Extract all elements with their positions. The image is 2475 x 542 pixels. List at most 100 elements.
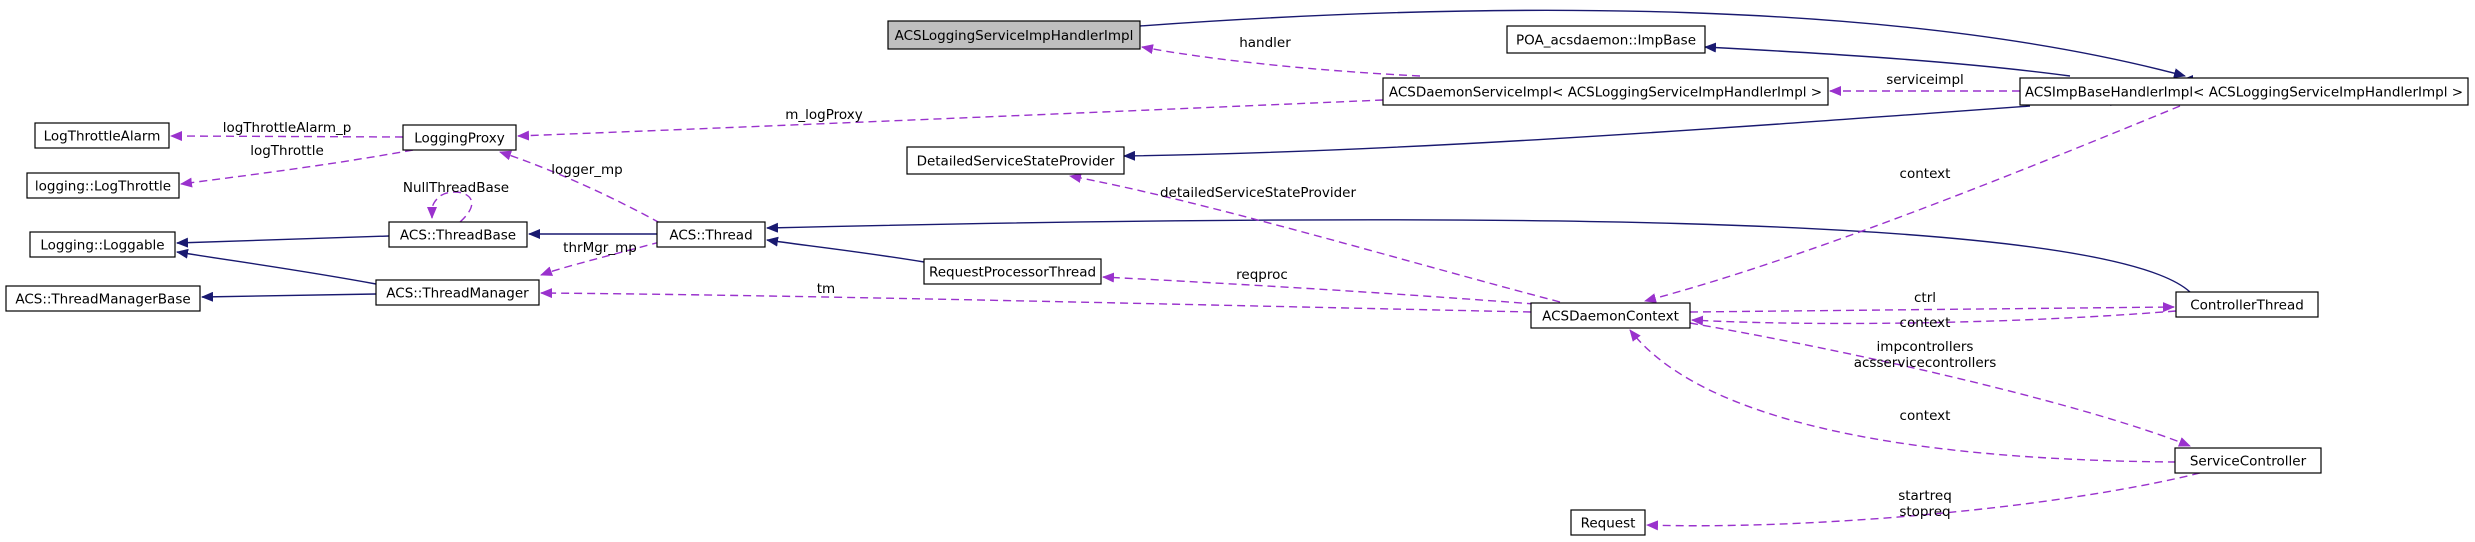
edge-line [1629, 329, 2177, 463]
class-node[interactable]: ServiceController [2174, 447, 2322, 474]
edge-label: startreq [1898, 488, 1952, 504]
edge-line [766, 236, 925, 263]
edge-label: acsservicecontrollers [1854, 355, 1997, 371]
edge-label: logThrottleAlarm_p [223, 120, 352, 136]
class-node[interactable]: ControllerThread [2175, 291, 2319, 318]
edge-line [540, 241, 661, 276]
edge-label: detailedServiceStateProvider [1160, 185, 1356, 201]
class-node[interactable]: ACSImpBaseHandlerImpl< ACSLoggingService… [2019, 77, 2469, 106]
edge-label: ctrl [1914, 290, 1936, 306]
class-node-label: ACS::ThreadManager [386, 286, 529, 302]
edge-label: context [1900, 408, 1951, 424]
edge-inherit [176, 248, 377, 285]
edge-label: reqproc [1236, 267, 1288, 283]
edge-line [1704, 42, 2071, 77]
class-node-box [1506, 25, 1706, 54]
class-node-label: logging::LogThrottle [35, 179, 171, 195]
class-node[interactable]: ACSDaemonContext [1530, 302, 1691, 329]
edge-line [1123, 105, 2031, 161]
class-node-box [656, 221, 766, 248]
edge-label: handler [1239, 35, 1291, 51]
class-node-box [29, 231, 176, 258]
edge-line [1689, 322, 2191, 447]
edge-line [766, 218, 2191, 293]
class-node-label: ACSImpBaseHandlerImpl< ACSLoggingService… [2025, 85, 2463, 101]
class-node[interactable]: ACS::ThreadManagerBase [5, 285, 201, 312]
edge-line [517, 99, 1384, 141]
class-node-label: ControllerThread [2190, 298, 2304, 314]
edge-inherit [201, 291, 377, 302]
edge-inherit [1704, 42, 2071, 77]
edge-usage [1141, 44, 1421, 77]
class-node-box [34, 122, 170, 149]
edge-line [1102, 272, 1536, 305]
class-node[interactable]: logging::LogThrottle [26, 172, 180, 199]
class-node-label: LoggingProxy [414, 131, 505, 147]
class-node-label: ACS::Thread [669, 228, 752, 244]
class-node-box [26, 172, 180, 199]
class-node-box [388, 221, 528, 248]
class-node-box [887, 20, 1141, 50]
class-node-box [923, 258, 1102, 285]
class-node[interactable]: ACS::Thread [656, 221, 766, 248]
edge-line [426, 191, 473, 223]
edge-label: NullThreadBase [403, 180, 509, 196]
class-node-box [5, 285, 201, 312]
class-node-label: ACSDaemonContext [1542, 309, 1679, 325]
edge-line [1141, 44, 1421, 77]
class-node[interactable]: DetailedServiceStateProvider [906, 146, 1125, 175]
edge-usage [499, 150, 661, 224]
edge-label: stopreq [1899, 504, 1950, 520]
class-node-label: ACSLoggingServiceImpHandlerImpl [895, 28, 1134, 44]
class-node-box [1570, 509, 1646, 536]
edge-usage [1691, 310, 2177, 326]
class-node-label: DetailedServiceStateProvider [917, 154, 1115, 170]
edge-usage [1689, 302, 2175, 313]
class-node[interactable]: RequestProcessorThread [923, 258, 1102, 285]
class-node-box [906, 146, 1125, 175]
class-node[interactable]: ACS::ThreadManager [375, 279, 540, 306]
edge-line [1644, 105, 2181, 304]
class-node-box [2175, 291, 2319, 318]
class-node-label: ACSDaemonServiceImpl< ACSLoggingServiceI… [1389, 85, 1822, 101]
edge-label: logger_mp [551, 162, 622, 178]
edge-line [1646, 472, 2201, 531]
edge-usage [1689, 322, 2191, 447]
edge-usage [1629, 329, 2177, 463]
class-node-label: LogThrottleAlarm [44, 129, 161, 145]
class-node-label: POA_acsdaemon::ImpBase [1516, 33, 1696, 49]
edge-line [540, 288, 1532, 313]
edge-line [170, 131, 404, 142]
edge-usage [540, 241, 661, 276]
class-node[interactable]: ACSLoggingServiceImpHandlerImpl [887, 20, 1141, 50]
class-node[interactable]: Logging::Loggable [29, 231, 176, 258]
edge-inherit [176, 235, 390, 248]
edge-label: logThrottle [250, 143, 324, 159]
edge-line [1691, 310, 2177, 326]
edge-line [1069, 173, 1561, 303]
class-node-label: ACS::ThreadManagerBase [15, 292, 190, 308]
class-node-box [2019, 77, 2469, 106]
class-node[interactable]: ACSDaemonServiceImpl< ACSLoggingServiceI… [1382, 77, 1829, 106]
edge-label: context [1900, 315, 1951, 331]
edge-label: thrMgr_mp [563, 240, 637, 256]
class-node[interactable]: POA_acsdaemon::ImpBase [1506, 25, 1706, 54]
class-node-box [402, 124, 517, 151]
edge-usage [180, 149, 414, 188]
edge-inherit [1139, 9, 2186, 79]
edge-label: context [1900, 166, 1951, 182]
class-node[interactable]: ACS::ThreadBase [388, 221, 528, 248]
class-node-label: ServiceController [2190, 454, 2307, 470]
edge-usage [1069, 173, 1561, 303]
class-node[interactable]: LoggingProxy [402, 124, 517, 151]
edge-line [1689, 302, 2175, 313]
edge-usage [1644, 105, 2181, 304]
class-node[interactable]: Request [1570, 509, 1646, 536]
class-node-label: ACS::ThreadBase [400, 228, 516, 244]
edge-line [176, 248, 377, 285]
class-node[interactable]: LogThrottleAlarm [34, 122, 170, 149]
class-node-box [375, 279, 540, 306]
edge-inherit [1123, 105, 2031, 161]
class-node-box [2174, 447, 2322, 474]
